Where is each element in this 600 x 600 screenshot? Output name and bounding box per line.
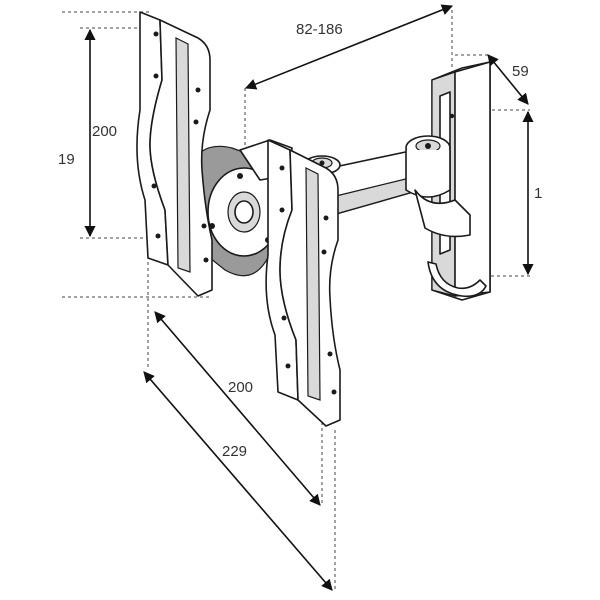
dim-vesa-vertical-outer-label: 19 [58, 151, 75, 168]
vesa-rail-right [265, 139, 341, 427]
vesa-rail-left [136, 11, 213, 297]
dim-depth-label: 59 [512, 63, 529, 80]
dim-depth-line [487, 54, 529, 105]
dim-height-label: 1 [534, 185, 542, 202]
dim-vesa-horizontal-outer-label: 229 [222, 443, 247, 460]
dim-arm-extension-line [244, 4, 454, 90]
dim-vesa-horizontal-outer-line [143, 371, 333, 591]
dimension-arrows [84, 4, 534, 591]
dim-arm-extension-label: 82-186 [296, 21, 343, 38]
dimension-labels: 82-186 59 1 200 19 200 229 [58, 21, 542, 460]
wall-plate [427, 61, 491, 301]
swing-arm [303, 135, 471, 238]
dim-vesa-vertical-inner-label: 200 [92, 123, 117, 140]
dim-vesa-horizontal-inner-label: 200 [228, 379, 253, 396]
